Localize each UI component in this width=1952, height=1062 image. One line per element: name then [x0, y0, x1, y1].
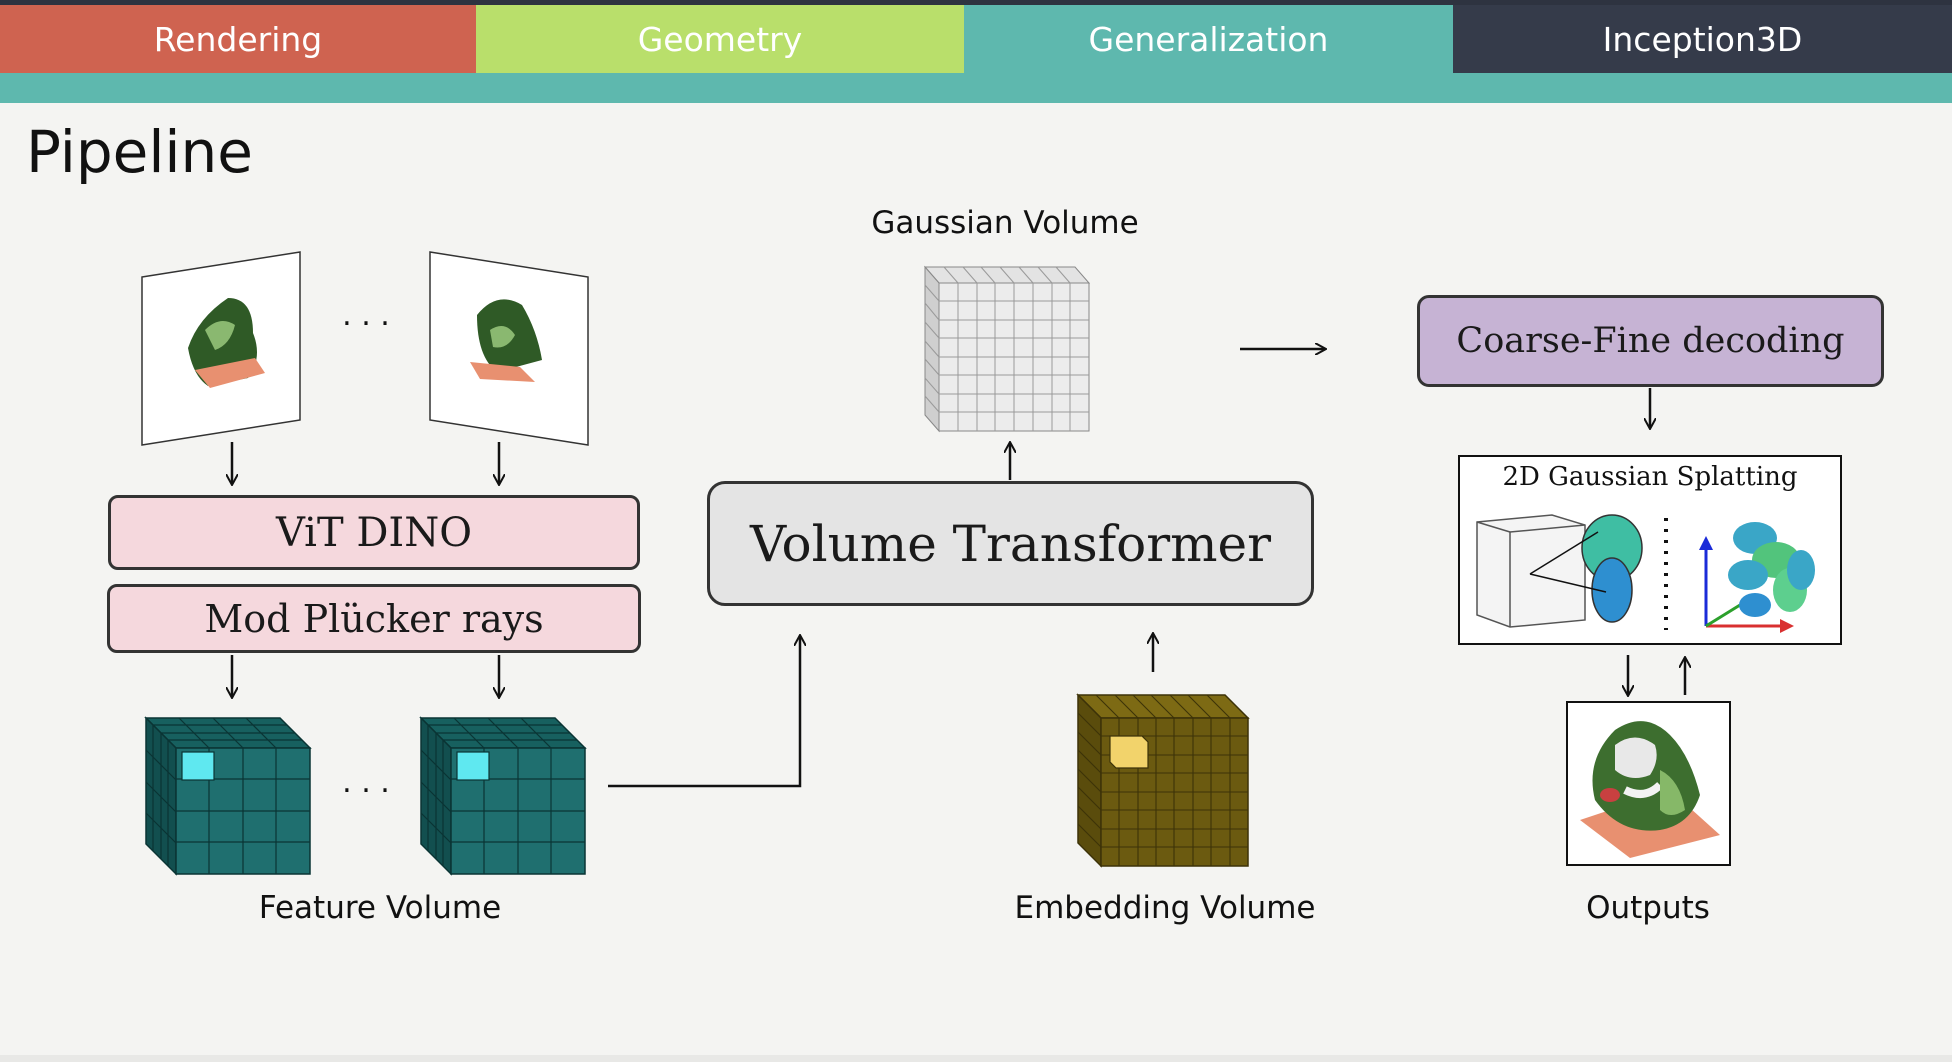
splatting-label: 2D Gaussian Splatting — [1502, 462, 1798, 492]
slide-title: Pipeline — [26, 118, 253, 186]
coarse-fine-decoding-label: Coarse-Fine decoding — [1456, 321, 1845, 361]
volume-transformer-box: Volume Transformer — [707, 481, 1314, 606]
embedding-volume-cube — [1076, 693, 1250, 868]
embedding-volume-label: Embedding Volume — [1014, 890, 1316, 926]
gaussian-volume-cube — [923, 265, 1091, 433]
ellipsis-top: . . . — [342, 298, 390, 333]
tab-generalization[interactable]: Generalization — [964, 5, 1453, 73]
ellipsis-bottom: . . . — [342, 765, 390, 800]
input-view-image-1 — [141, 251, 301, 446]
header-stripe — [0, 73, 1952, 103]
feature-volume-cube-1 — [144, 716, 312, 876]
top-border — [0, 0, 1952, 6]
feature-volume-label: Feature Volume — [258, 890, 502, 926]
vit-dino-label: ViT DINO — [275, 509, 473, 556]
gaussian-volume-label: Gaussian Volume — [871, 205, 1139, 241]
vit-dino-box: ViT DINO — [108, 495, 640, 570]
tab-geometry[interactable]: Geometry — [476, 5, 964, 73]
plucker-rays-box: Mod Plücker rays — [107, 584, 641, 653]
bottom-border — [0, 1055, 1952, 1062]
tab-inception3d[interactable]: Inception3D — [1453, 5, 1952, 73]
splatting-panel — [1458, 455, 1842, 645]
tab-rendering[interactable]: Rendering — [0, 5, 476, 73]
feature-volume-cube-2 — [419, 716, 587, 876]
outputs-label: Outputs — [1586, 890, 1710, 926]
plucker-rays-label: Mod Plücker rays — [204, 596, 544, 641]
volume-transformer-label: Volume Transformer — [749, 514, 1272, 573]
output-render-image — [1566, 701, 1731, 866]
input-view-image-2 — [429, 251, 589, 446]
coarse-fine-decoding-box: Coarse-Fine decoding — [1417, 295, 1884, 387]
